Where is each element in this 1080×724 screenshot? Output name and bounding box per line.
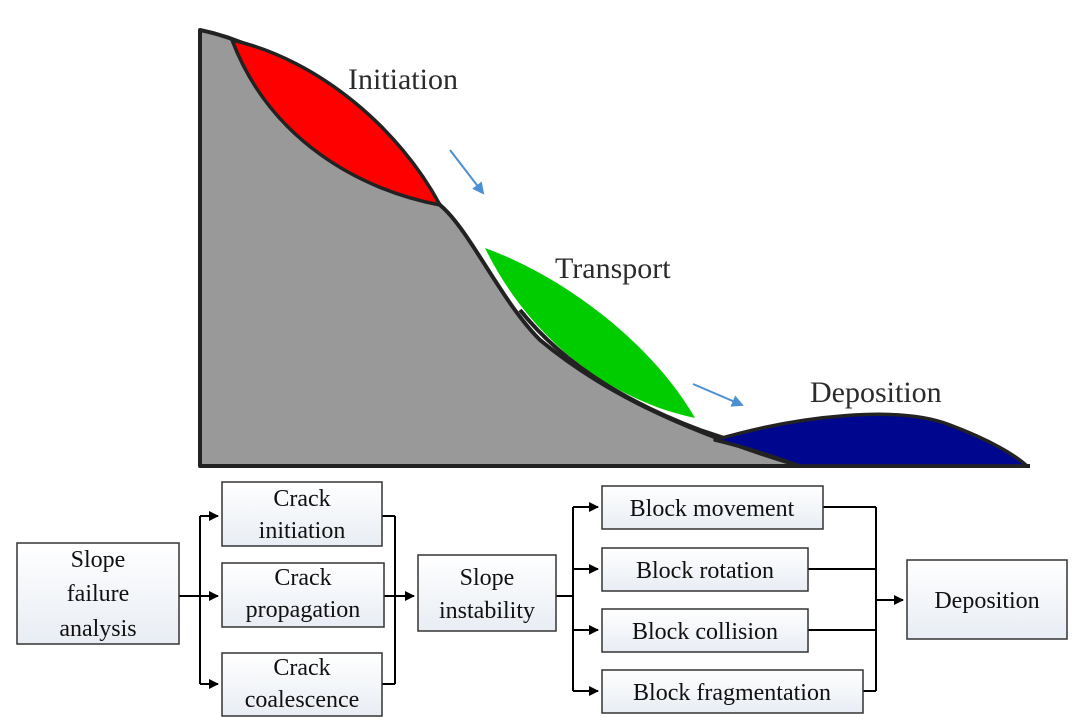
motion-arrow-1 bbox=[449, 149, 485, 195]
label-initiation: Initiation bbox=[348, 63, 458, 96]
svg-text:Crack: Crack bbox=[273, 655, 330, 681]
motion-arrow-2 bbox=[692, 383, 744, 407]
box-block-rotation: Block rotation bbox=[601, 547, 809, 592]
process-flowchart: Slope failure analysis Crack initiation … bbox=[16, 481, 1068, 717]
box-block-collision: Block collision bbox=[601, 608, 809, 653]
svg-text:Slope: Slope bbox=[460, 565, 515, 591]
box-block-fragmentation: Block fragmentation bbox=[601, 669, 864, 714]
box-crack-initiation: Crack initiation bbox=[221, 481, 383, 547]
label-deposition: Deposition bbox=[810, 376, 942, 409]
box-block-movement: Block movement bbox=[601, 485, 824, 530]
svg-text:Crack: Crack bbox=[273, 486, 330, 512]
svg-text:initiation: initiation bbox=[259, 518, 346, 544]
label-transport: Transport bbox=[555, 252, 671, 285]
svg-text:Block collision: Block collision bbox=[632, 619, 778, 645]
svg-text:coalescence: coalescence bbox=[245, 687, 360, 713]
connectors bbox=[179, 502, 904, 696]
svg-text:instability: instability bbox=[439, 598, 535, 624]
box-crack-coalescence: Crack coalescence bbox=[221, 652, 383, 717]
initiation-mass bbox=[230, 38, 442, 207]
slope-illustration: Initiation Transport Deposition bbox=[198, 28, 1030, 468]
svg-text:analysis: analysis bbox=[59, 616, 136, 642]
svg-text:Slope: Slope bbox=[71, 547, 126, 573]
svg-text:Deposition: Deposition bbox=[934, 588, 1039, 614]
box-slope-instability: Slope instability bbox=[417, 554, 557, 632]
svg-text:failure: failure bbox=[67, 581, 130, 607]
svg-text:Crack: Crack bbox=[274, 565, 331, 591]
box-crack-propagation: Crack propagation bbox=[221, 562, 385, 628]
box-slope-failure-analysis: Slope failure analysis bbox=[16, 542, 180, 645]
svg-text:Block movement: Block movement bbox=[630, 496, 795, 522]
box-deposition: Deposition bbox=[906, 559, 1068, 640]
deposition-mass bbox=[713, 412, 1029, 468]
svg-text:propagation: propagation bbox=[246, 597, 361, 623]
transport-mass bbox=[485, 248, 695, 418]
svg-text:Block fragmentation: Block fragmentation bbox=[633, 680, 831, 706]
svg-text:Block rotation: Block rotation bbox=[636, 558, 774, 584]
